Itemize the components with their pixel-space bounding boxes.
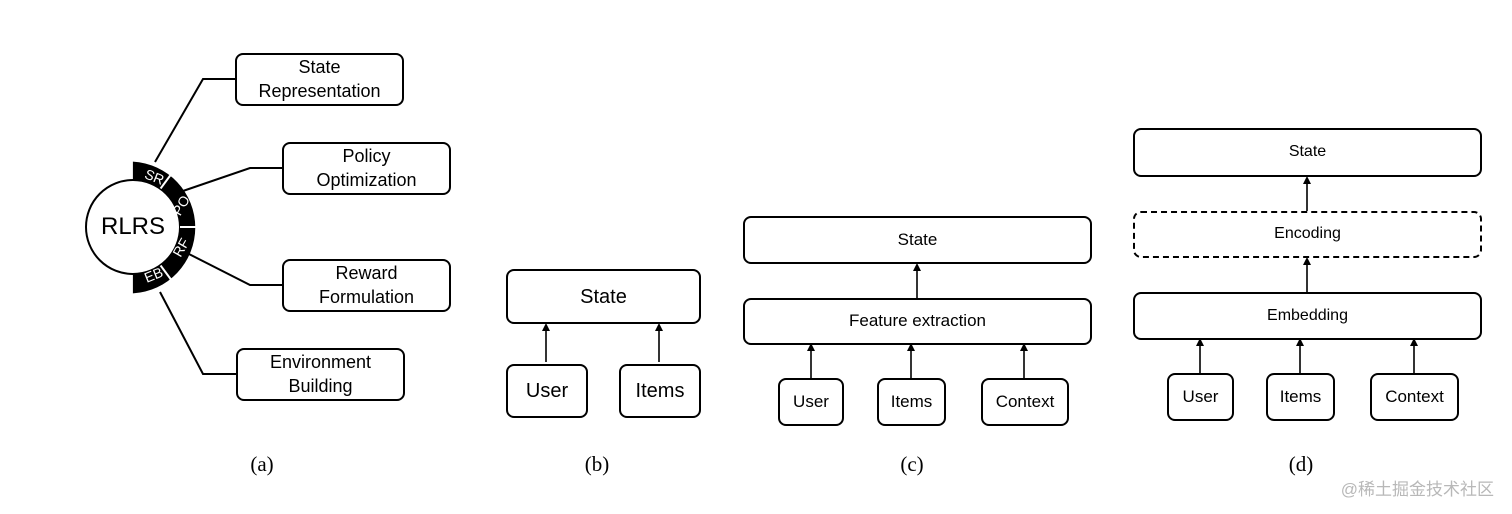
d-user-box: User xyxy=(1167,373,1234,421)
b-items-box: Items xyxy=(619,364,701,418)
c-items-box: Items xyxy=(877,378,946,426)
connector-po xyxy=(179,167,283,193)
segment-label-sr: SR xyxy=(142,166,166,188)
box-state-representation-line2: Representation xyxy=(258,80,381,101)
c-state-box: State xyxy=(743,216,1092,264)
panel-b-arrows xyxy=(542,323,663,362)
caption-c: (c) xyxy=(900,452,924,476)
segment-label-eb: EB xyxy=(142,264,165,286)
caption-b: (b) xyxy=(584,452,610,476)
connector-eb xyxy=(159,291,237,375)
segment-divider-1 xyxy=(159,173,173,190)
box-policy-optimization-line2: Optimization xyxy=(316,169,417,190)
box-environment-building-line1: Environment xyxy=(269,352,372,373)
ring-arc xyxy=(132,161,196,294)
d-encoding-box: Encoding xyxy=(1133,211,1482,258)
d-state-box: State xyxy=(1133,128,1482,177)
b-user-box: User xyxy=(506,364,588,418)
watermark: @稀土掘金技术社区 xyxy=(1340,480,1494,499)
connector-sr xyxy=(154,78,236,163)
box-environment-building-line2: Building xyxy=(288,375,353,396)
panel-c-arrows xyxy=(807,263,1028,378)
d-context-box: Context xyxy=(1370,373,1459,421)
box-reward-formulation-line2: Formulation xyxy=(318,286,415,307)
c-context-box: Context xyxy=(981,378,1069,426)
segment-divider-3 xyxy=(159,264,173,281)
c-user-box: User xyxy=(778,378,844,426)
caption-a: (a) xyxy=(250,452,274,476)
panel-a-connectors xyxy=(154,78,283,375)
connector-rf xyxy=(184,251,283,286)
box-state-representation-line1: State xyxy=(298,57,341,78)
c-feature-extraction-box: Feature extraction xyxy=(743,298,1092,345)
d-items-box: Items xyxy=(1266,373,1335,421)
box-policy-optimization-line1: Policy xyxy=(342,146,391,167)
panel-d-arrows xyxy=(1196,176,1418,373)
rlrs-label: RLRS xyxy=(100,213,166,240)
b-state-box: State xyxy=(506,269,701,324)
rlrs-ring: SR PO RF EB xyxy=(85,161,199,294)
d-embedding-box: Embedding xyxy=(1133,292,1482,340)
box-reward-formulation-line1: Reward xyxy=(335,263,398,284)
caption-d: (d) xyxy=(1288,452,1314,476)
